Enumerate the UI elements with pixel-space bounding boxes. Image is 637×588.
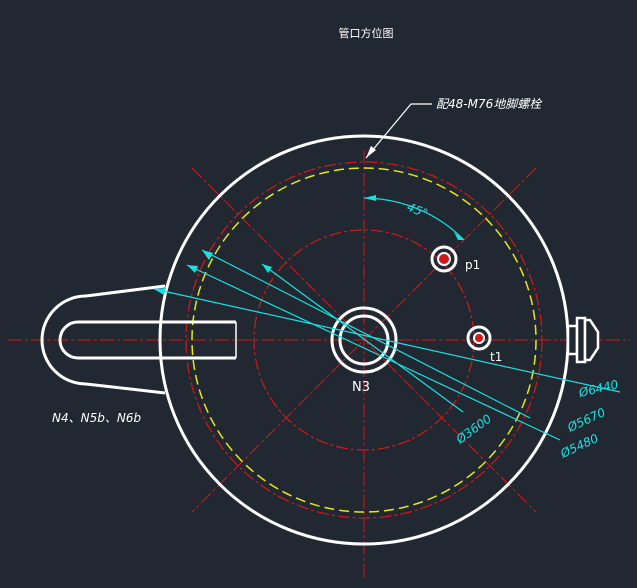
n3-label: N3	[352, 380, 370, 395]
dim-5670: Ø5670	[564, 405, 607, 435]
d5480-leader	[186, 264, 561, 441]
diagonal-centerline-2	[191, 167, 537, 513]
angle-arc	[363, 197, 465, 241]
bolt-note-leader	[365, 103, 432, 159]
n4-group-label: N4、N5b、N6b	[52, 411, 141, 425]
angle-arrow-start	[364, 195, 376, 201]
center-lines	[8, 150, 630, 578]
d3600-leader	[261, 263, 464, 413]
t1-nozzle	[466, 325, 492, 351]
d6440-leader	[153, 288, 621, 393]
d5480-circle	[185, 161, 543, 519]
right-flange	[566, 316, 600, 364]
dimension-arrowheads	[154, 250, 272, 295]
angle-label: 45°	[405, 200, 430, 221]
bolt-circle	[191, 167, 537, 513]
dim-3600: Ø3600	[453, 411, 495, 447]
dimension-leaders	[153, 249, 621, 441]
dim-6440: Ø6440	[577, 377, 620, 400]
t1-label: t1	[490, 350, 502, 364]
anchor-bolt-note: 配48-M76地脚螺栓	[436, 97, 543, 111]
drawing-title: 管口方位图	[339, 26, 394, 40]
angle-arrow-end	[454, 232, 464, 240]
n3-nozzle	[330, 306, 398, 374]
p1-nozzle	[430, 245, 458, 273]
bolt-note-arrow	[366, 146, 376, 158]
dim-5480: Ø5480	[557, 431, 600, 461]
d5670-leader	[201, 249, 531, 419]
n4-nozzle	[40, 284, 237, 395]
p1-label: p1	[465, 258, 480, 272]
